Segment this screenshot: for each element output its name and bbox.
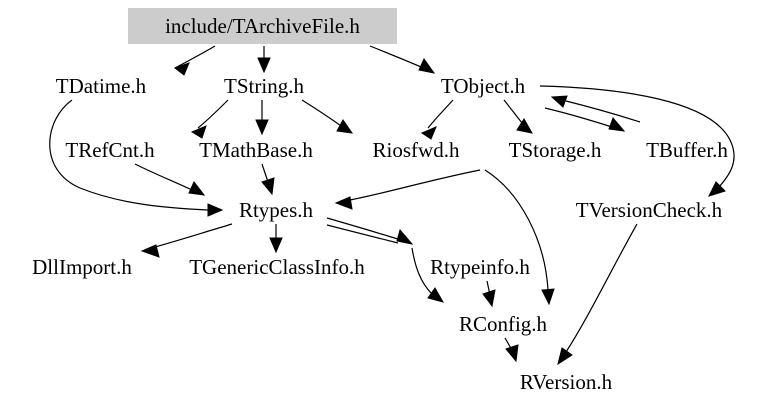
edge-tobject-to-tbuffer <box>544 107 613 128</box>
arrowhead-root-to-tstring <box>257 57 271 74</box>
graph-node-label-tbuffer: TBuffer.h <box>646 138 728 162</box>
arrowhead-tstorage-to-rtypes <box>334 196 353 210</box>
graph-node-label-rconfig: RConfig.h <box>458 312 548 336</box>
edge-tversioncheck-to-rversion <box>565 223 638 353</box>
arrowhead-tobject-to-tbuffer <box>608 117 626 132</box>
arrowhead-tstring-to-riosfwd <box>336 119 354 134</box>
graph-node-label-root: include/TArchiveFile.h <box>165 14 360 38</box>
arrowhead-rtypeinfo-to-rconfig <box>482 289 496 308</box>
arrowhead-rconfig-to-rversion <box>505 344 519 363</box>
edge-tstring-to-riosfwd <box>301 99 345 129</box>
arrowhead-rtypes-to-rtypeinfo <box>396 228 414 245</box>
graph-node-label-trefcnt: TRefCnt.h <box>65 138 155 162</box>
graph-node-rtypeinfo[interactable]: Rtypeinfo.h <box>417 255 543 279</box>
graph-node-tmathbase[interactable]: TMathBase.h <box>182 138 330 162</box>
graph-node-tdatime[interactable]: TDatime.h <box>45 74 157 98</box>
edge-root-to-tobject <box>369 45 429 71</box>
arrowhead-tdatime-to-rtypes <box>207 203 224 217</box>
graph-node-tbuffer[interactable]: TBuffer.h <box>635 138 739 162</box>
graph-node-rconfig[interactable]: RConfig.h <box>447 312 559 336</box>
arrowhead-tbuffer-to-tobject <box>550 95 568 108</box>
graph-node-label-rtypeinfo: Rtypeinfo.h <box>430 255 530 279</box>
arrowhead-tstring-to-trefcnt <box>190 125 207 139</box>
arrowhead-tversioncheck-to-rversion <box>557 347 573 366</box>
graph-node-tobject[interactable]: TObject.h <box>430 74 536 98</box>
graph-node-label-dllimport: DllImport.h <box>32 255 132 279</box>
arrowhead-rtypes-to-dllimport <box>140 244 160 258</box>
edge-tmathbase-to-rtypes <box>261 163 269 183</box>
edge-trefcnt-to-rtypes <box>134 163 193 191</box>
graph-node-label-rtypes: Rtypes.h <box>238 198 314 222</box>
graph-node-dllimport[interactable]: DllImport.h <box>18 255 146 279</box>
arrowhead-tmathbase-to-rtypes <box>261 177 275 196</box>
arrowhead-tobject-to-riosfwd <box>420 126 437 140</box>
graph-node-label-tstring: TString.h <box>224 74 304 98</box>
arrowhead-trefcnt-to-rtypes <box>188 181 206 196</box>
graph-node-riosfwd[interactable]: Riosfwd.h <box>362 138 470 162</box>
graph-node-tstorage[interactable]: TStorage.h <box>497 138 613 162</box>
graph-node-label-rversion: RVersion.h <box>519 370 613 394</box>
graph-node-tgenericclassinfo[interactable]: TGenericClassInfo.h <box>165 255 389 279</box>
edge-tstorage-to-rtypes <box>349 169 481 201</box>
arrowhead-tstorage-to-rconfig <box>541 288 555 306</box>
graph-node-tstring[interactable]: TString.h <box>210 74 318 98</box>
edge-rtypes-to-rtypeinfo2 <box>326 224 399 244</box>
graph-node-rtypes[interactable]: Rtypes.h <box>228 198 324 222</box>
edge-rtypes-to-rtypeinfo <box>326 217 399 240</box>
edge-rtypes-to-dllimport <box>154 223 233 248</box>
arrowhead-rtypes-to-tgenericclassinfo <box>269 237 283 254</box>
graph-node-label-riosfwd: Riosfwd.h <box>372 138 460 162</box>
arrowhead-root-to-tobject <box>418 58 436 74</box>
edge-tstring-to-trefcnt <box>197 99 229 129</box>
edge-rtypes-to-rconfig <box>411 247 433 295</box>
edge-tobject-to-riosfwd <box>427 99 454 129</box>
graph-node-label-tobject: TObject.h <box>440 74 526 98</box>
arrowhead-tstring-to-tmathbase <box>255 119 269 136</box>
graph-node-root[interactable]: include/TArchiveFile.h <box>128 8 397 44</box>
edge-root-to-tdatime <box>174 45 216 69</box>
graph-node-trefcnt[interactable]: TRefCnt.h <box>55 138 165 162</box>
arrowhead-root-to-tdatime <box>173 62 190 76</box>
arrowhead-tobject-to-tversioncheck <box>708 181 726 197</box>
graph-node-tversioncheck[interactable]: TVersionCheck.h <box>556 198 742 222</box>
graph-node-label-tdatime: TDatime.h <box>55 74 147 98</box>
graph-node-label-tgenericclassinfo: TGenericClassInfo.h <box>189 255 365 279</box>
arrowhead-rtypes-to-rconfig <box>427 287 445 303</box>
edge-tobject-to-tversioncheck <box>539 85 735 189</box>
edge-tstorage-to-rconfig <box>484 169 549 291</box>
edge-tbuffer-to-tobject <box>565 100 641 123</box>
edge-tdatime-to-rtypes <box>49 99 209 211</box>
graph-node-rversion[interactable]: RVersion.h <box>505 370 627 394</box>
graph-node-label-tversioncheck: TVersionCheck.h <box>575 198 723 222</box>
arrowhead-tobject-to-tstorage <box>516 118 533 134</box>
graph-node-label-tmathbase: TMathBase.h <box>199 138 313 162</box>
graph-node-label-tstorage: TStorage.h <box>508 138 602 162</box>
